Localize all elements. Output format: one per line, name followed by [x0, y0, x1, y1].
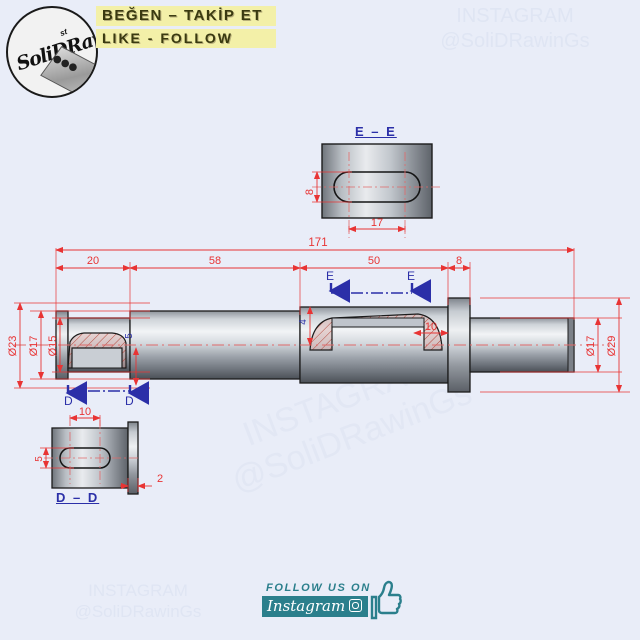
- left-diameter-dimensions: Ø23 Ø17 Ø15: [7, 302, 150, 389]
- watermark-bottom-left: INSTAGRAM @SoliDRawinGs: [48, 580, 228, 623]
- dim-overall-171: 171: [308, 237, 327, 249]
- banner-line-english: LIKE - FOLLOW: [96, 29, 276, 48]
- dim-dia-29: Ø29: [606, 336, 618, 357]
- brand-logo[interactable]: SoliDRawinG st ●●●: [4, 4, 100, 100]
- section-dd-view: 10 5 2: [34, 406, 163, 495]
- dim-20: 20: [87, 255, 99, 267]
- watermark-bl-line1: INSTAGRAM: [88, 581, 188, 600]
- thumbs-up-icon: [370, 580, 402, 620]
- section-ee-view: 8 17: [304, 143, 442, 238]
- dim-dia-15: Ø15: [47, 336, 59, 357]
- dim-ee-8: 8: [304, 189, 316, 195]
- main-shaft-view: [14, 297, 610, 393]
- section-markers-ee: E E: [326, 269, 432, 303]
- dim-keyway-10: 10: [425, 321, 437, 333]
- section-dd-title: D – D: [56, 490, 100, 505]
- follow-us-badge[interactable]: FOLLOW US ON Instagram: [262, 580, 402, 624]
- top-dimensions: 171 20 58 50 8: [55, 237, 575, 320]
- watermark-top-right: INSTAGRAM @SoliDRawinGs: [400, 4, 630, 54]
- section-markers-dd: D D: [64, 381, 150, 408]
- right-diameter-dimensions: Ø17 Ø29: [480, 297, 630, 393]
- section-marker-e-right: E: [407, 269, 415, 283]
- section-ee-title: E – E: [355, 124, 397, 139]
- dim-8-flange: 8: [456, 255, 462, 267]
- section-marker-e-left: E: [326, 269, 334, 283]
- dim-dia-17-right: Ø17: [585, 336, 597, 357]
- follow-banner: BEĞEN – TAKİP ET LIKE - FOLLOW: [96, 6, 276, 51]
- watermark-tr-line2: @SoliDRawinGs: [440, 30, 590, 52]
- dim-50: 50: [368, 255, 380, 267]
- dim-dd-10: 10: [79, 406, 91, 418]
- dim-ee-17: 17: [371, 217, 383, 229]
- logo-circle: SoliDRawinG st ●●●: [6, 6, 98, 98]
- section-marker-d-right: D: [125, 394, 134, 408]
- dim-58: 58: [209, 255, 221, 267]
- instagram-badge[interactable]: Instagram: [262, 596, 369, 617]
- section-marker-d-left: D: [64, 394, 73, 408]
- dim-dia-23: Ø23: [7, 336, 19, 357]
- watermark-bl-line2: @SoliDRawinGs: [74, 602, 202, 622]
- instagram-icon: [349, 599, 363, 612]
- banner-line-turkish: BEĞEN – TAKİP ET: [96, 6, 276, 26]
- dim-keyway-4: 4: [298, 319, 309, 325]
- watermark-tr-line1: INSTAGRAM: [456, 5, 574, 27]
- dim-keyway-5: 5: [124, 333, 135, 339]
- dim-dia-17-left: Ø17: [28, 336, 40, 357]
- follow-us-text: FOLLOW US ON: [266, 582, 371, 594]
- dim-dd-5: 5: [34, 456, 45, 462]
- dim-dd-2: 2: [157, 473, 163, 485]
- detail-dimensions: 5 4 10: [124, 306, 449, 386]
- instagram-label: Instagram: [267, 597, 346, 615]
